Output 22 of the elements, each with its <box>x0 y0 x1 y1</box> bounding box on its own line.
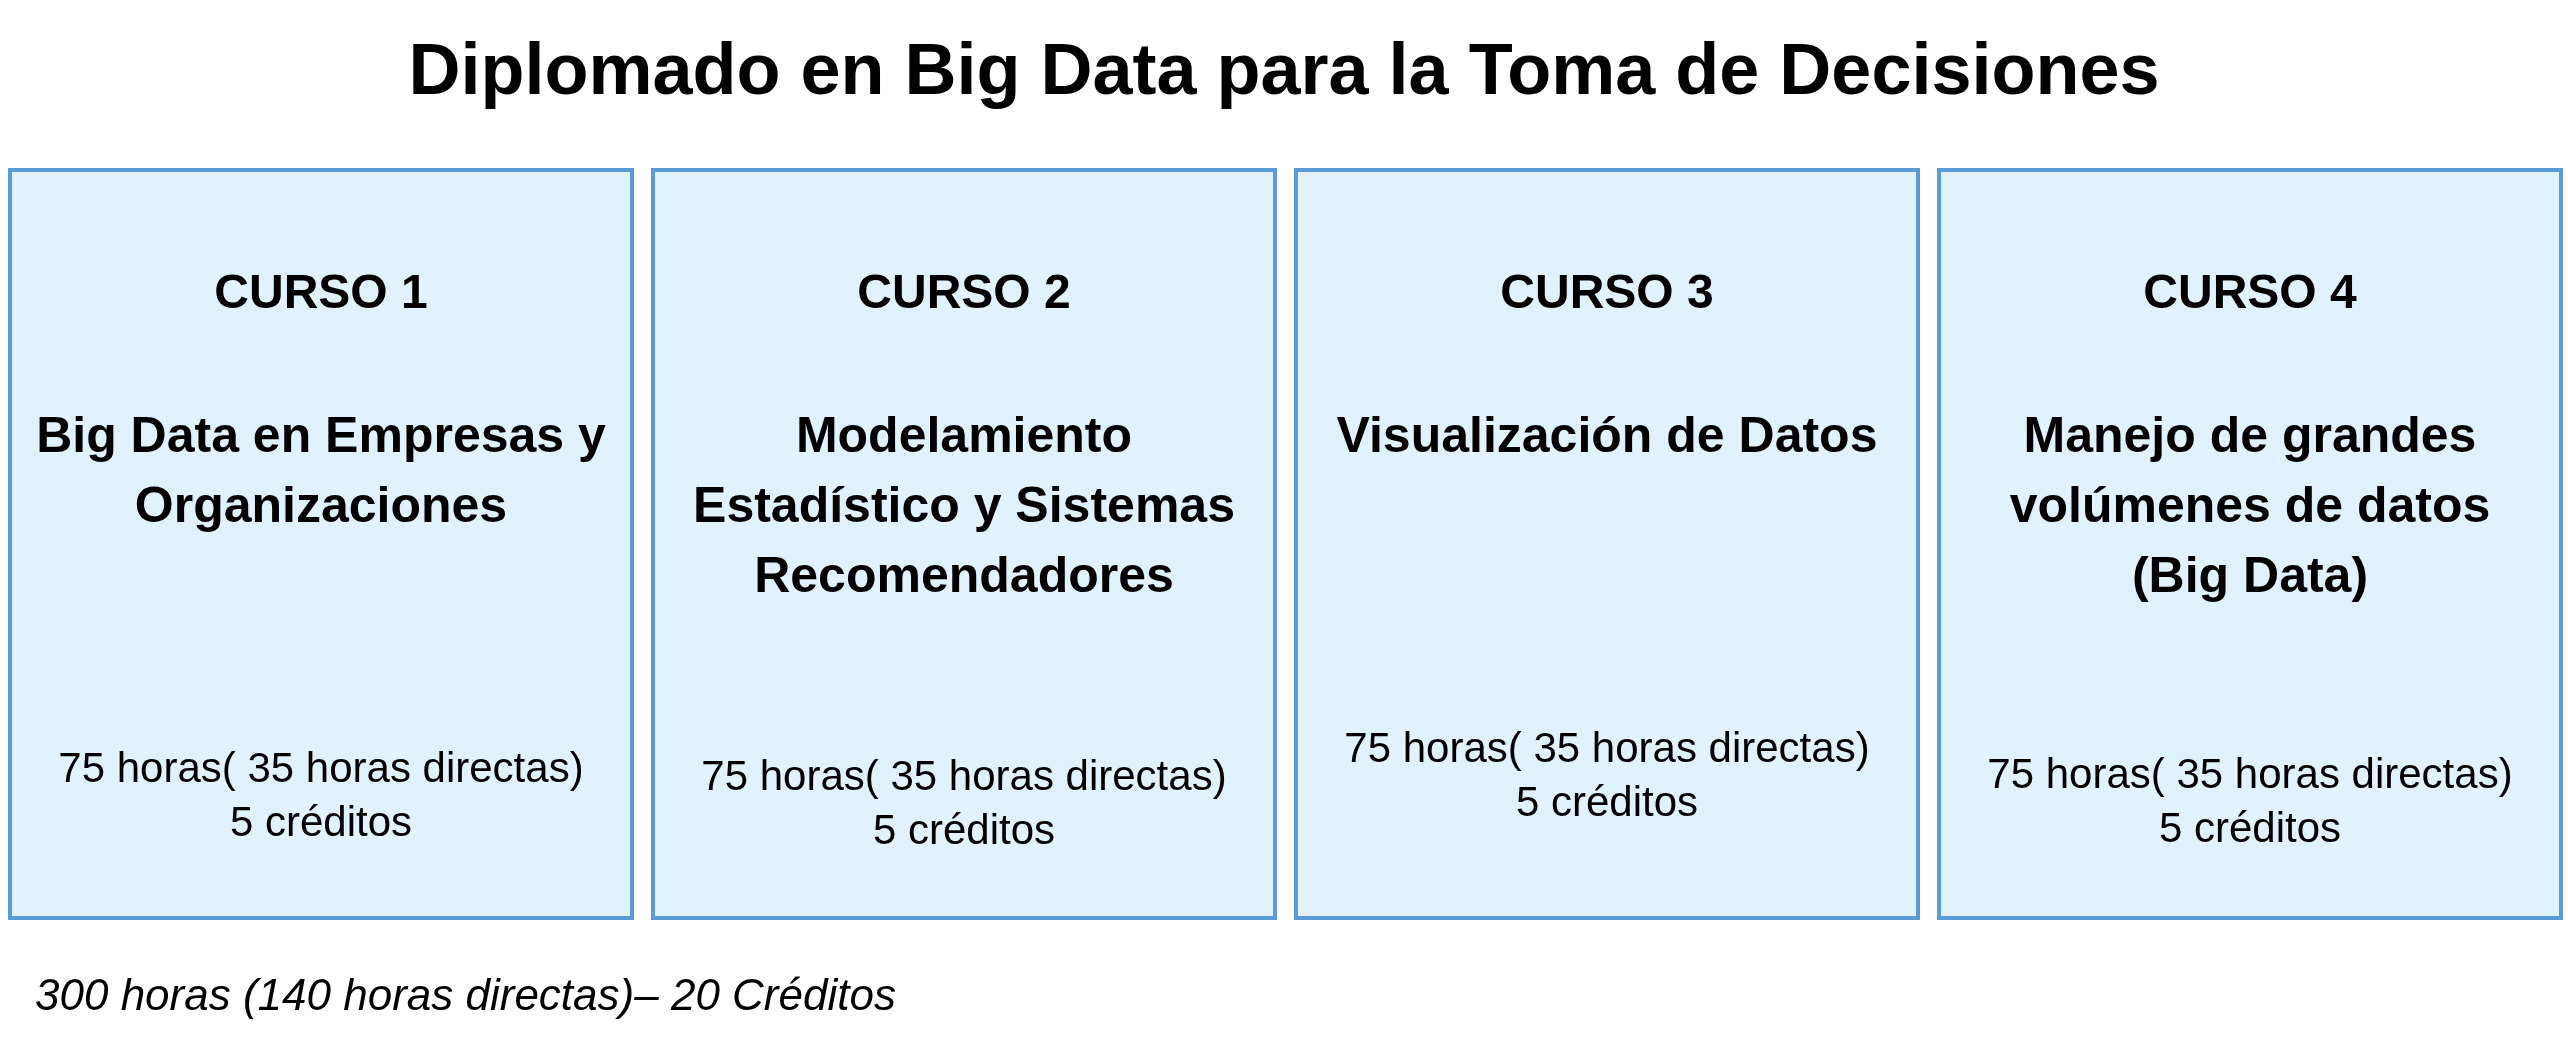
course-credits: 5 créditos <box>1514 778 1700 826</box>
course-number: CURSO 2 <box>856 264 1072 319</box>
course-credits: 5 créditos <box>228 798 414 846</box>
course-box <box>1937 168 2563 920</box>
course-credits: 5 créditos <box>2157 804 2343 852</box>
course-box <box>1294 168 1920 920</box>
course-box <box>651 168 1277 920</box>
course-hours: 75 horas( 35 horas directas) <box>57 744 585 792</box>
course-name: Manejo de grandes volúmenes de datos (Big Data) <box>2008 406 2492 605</box>
diagram-title: Diplomado en Big Data para la Toma de Decisiones <box>407 28 2161 110</box>
course-number: CURSO 4 <box>2142 264 2358 319</box>
course-hours: 75 horas( 35 horas directas) <box>1343 724 1871 772</box>
course-number: CURSO 3 <box>1499 264 1715 319</box>
course-box <box>8 168 634 920</box>
course-name: Visualización de Datos <box>1335 406 1879 465</box>
caption: 300 horas (140 horas directas)– 20 Créditos <box>35 970 896 1020</box>
course-name: Big Data en Empresas y Organizaciones <box>35 406 607 535</box>
course-credits: 5 créditos <box>871 806 1057 854</box>
course-name: Modelamiento Estadístico y Sistemas Recomendadores <box>692 406 1236 605</box>
course-hours: 75 horas( 35 horas directas) <box>1986 750 2514 798</box>
course-number: CURSO 1 <box>213 264 429 319</box>
course-hours: 75 horas( 35 horas directas) <box>700 752 1228 800</box>
